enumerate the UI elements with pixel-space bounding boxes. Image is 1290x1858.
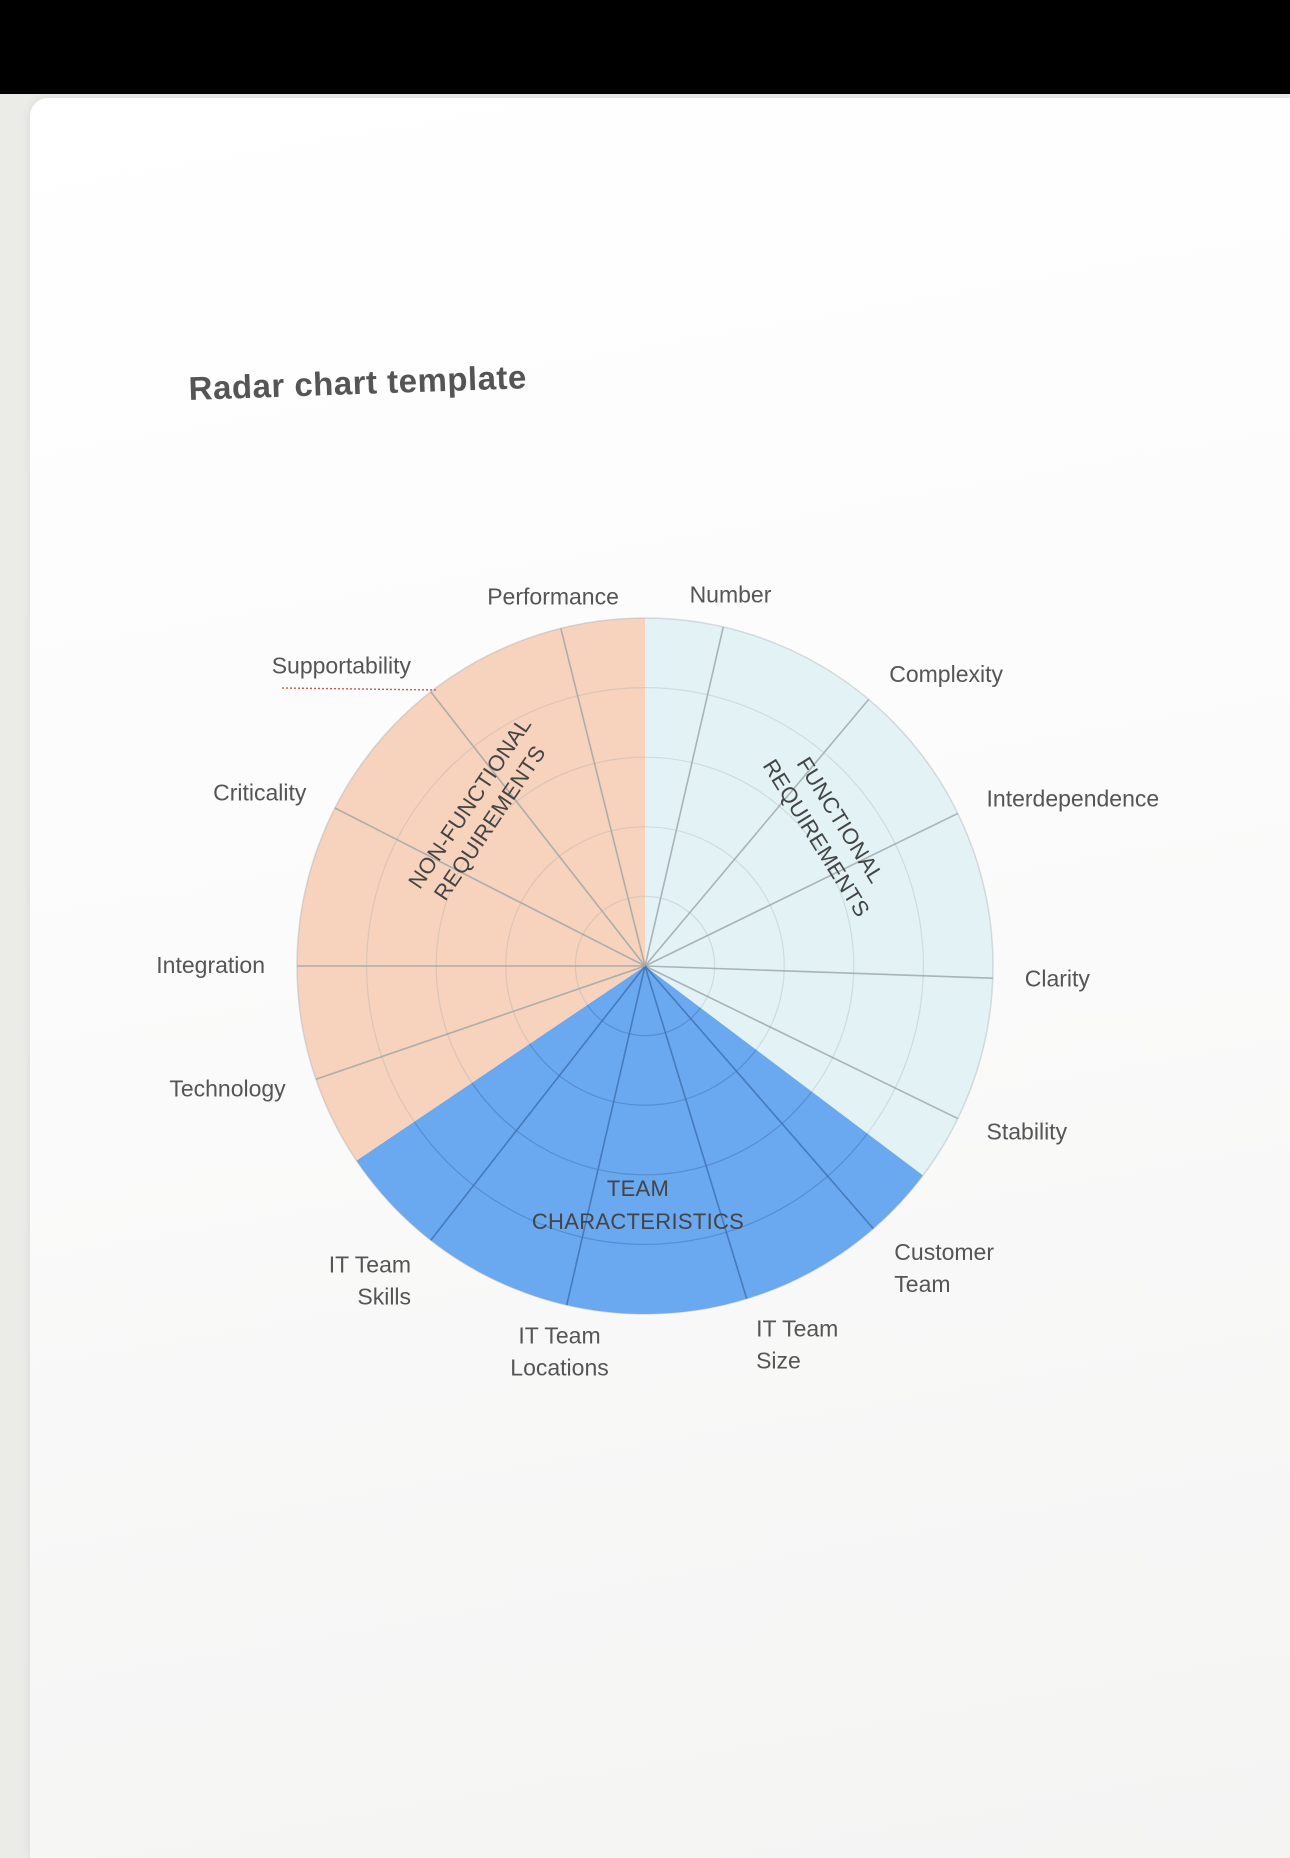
axis-label-line1-9: IT Team: [329, 1251, 411, 1277]
axis-label-1: Number: [690, 582, 772, 608]
sector-functional: [645, 618, 994, 1176]
grid-ring-team-2: [529, 1043, 757, 1106]
axis-label-3: Interdependence: [987, 785, 1160, 811]
axis-label-line2-7: Size: [756, 1347, 801, 1373]
axis-label-line1-4: Clarity: [1025, 965, 1091, 991]
spoke-9: [430, 965, 646, 1241]
spokes-group: [297, 626, 993, 1306]
axis-label-line1-12: Criticality: [213, 779, 307, 805]
spoke-12: [334, 807, 646, 967]
spoke-13: [430, 691, 646, 967]
grid-ring-functional-3: [644, 756, 855, 1093]
spoke-2: [644, 698, 870, 967]
grid-ring-team-1: [586, 1004, 702, 1037]
axis-label-4: Clarity: [1025, 965, 1091, 991]
spoke-8: [565, 965, 646, 1306]
section-label-team-2: CHARACTERISTICS: [532, 1209, 744, 1234]
grid-ring-team-4: [413, 1121, 868, 1246]
axis-label-5: Stability: [987, 1119, 1068, 1145]
sector-team: [356, 966, 923, 1314]
axis-labels-group: NumberComplexityInterdependenceClaritySt…: [156, 582, 1159, 1381]
axis-label-13: Supportability: [272, 653, 412, 679]
axis-label-line1-8: IT Team: [518, 1322, 600, 1348]
axis-label-10: Technology: [169, 1076, 286, 1102]
axis-label-line1-5: Stability: [987, 1119, 1068, 1145]
axis-label-line1-1: Number: [690, 582, 772, 608]
axis-label-12: Criticality: [213, 779, 307, 805]
axis-label-line1-2: Complexity: [889, 661, 1003, 687]
spoke-14: [560, 628, 646, 967]
axis-label-line1-11: Integration: [156, 952, 265, 978]
axis-label-line2-9: Skills: [357, 1283, 411, 1309]
sectors-group: [297, 618, 994, 1314]
spoke-4: [644, 965, 993, 979]
axis-label-2: Complexity: [889, 661, 1003, 687]
grid-ring-non_functional-3: [435, 756, 646, 1084]
section-label-team-1: TEAM: [607, 1176, 669, 1201]
spoke-10: [315, 965, 646, 1081]
axis-label-line1-13: Supportability: [272, 653, 412, 679]
axis-label-line2-8: Locations: [510, 1354, 608, 1380]
axis-label-14: Performance: [487, 583, 619, 609]
axis-label-line1-3: Interdependence: [987, 785, 1160, 811]
spoke-5: [644, 965, 959, 1120]
axis-label-11: Integration: [156, 952, 265, 978]
grid-ring-non_functional-1: [574, 895, 646, 1006]
spoke-7: [644, 965, 748, 1300]
grid-ring-functional-4: [644, 687, 924, 1134]
spoke-6: [644, 965, 874, 1230]
grid-ring-non_functional-2: [505, 826, 646, 1045]
spellcheck-underline: [281, 687, 438, 691]
axis-label-line1-14: Performance: [487, 583, 619, 609]
grid-ring-team-3: [471, 1082, 813, 1176]
sector-non-functional: [297, 618, 645, 1161]
axis-label-line1-10: Technology: [169, 1076, 286, 1102]
spoke-1: [644, 626, 725, 967]
top-black-bar: [0, 0, 1290, 94]
spoke-3: [644, 812, 959, 967]
grid-ring-non_functional-4: [366, 687, 646, 1123]
axis-label-line1-7: IT Team: [756, 1315, 838, 1341]
grid-ring-functional-2: [644, 826, 785, 1051]
axis-label-line2-6: Team: [894, 1271, 950, 1297]
axis-label-line1-6: Customer: [894, 1239, 994, 1265]
